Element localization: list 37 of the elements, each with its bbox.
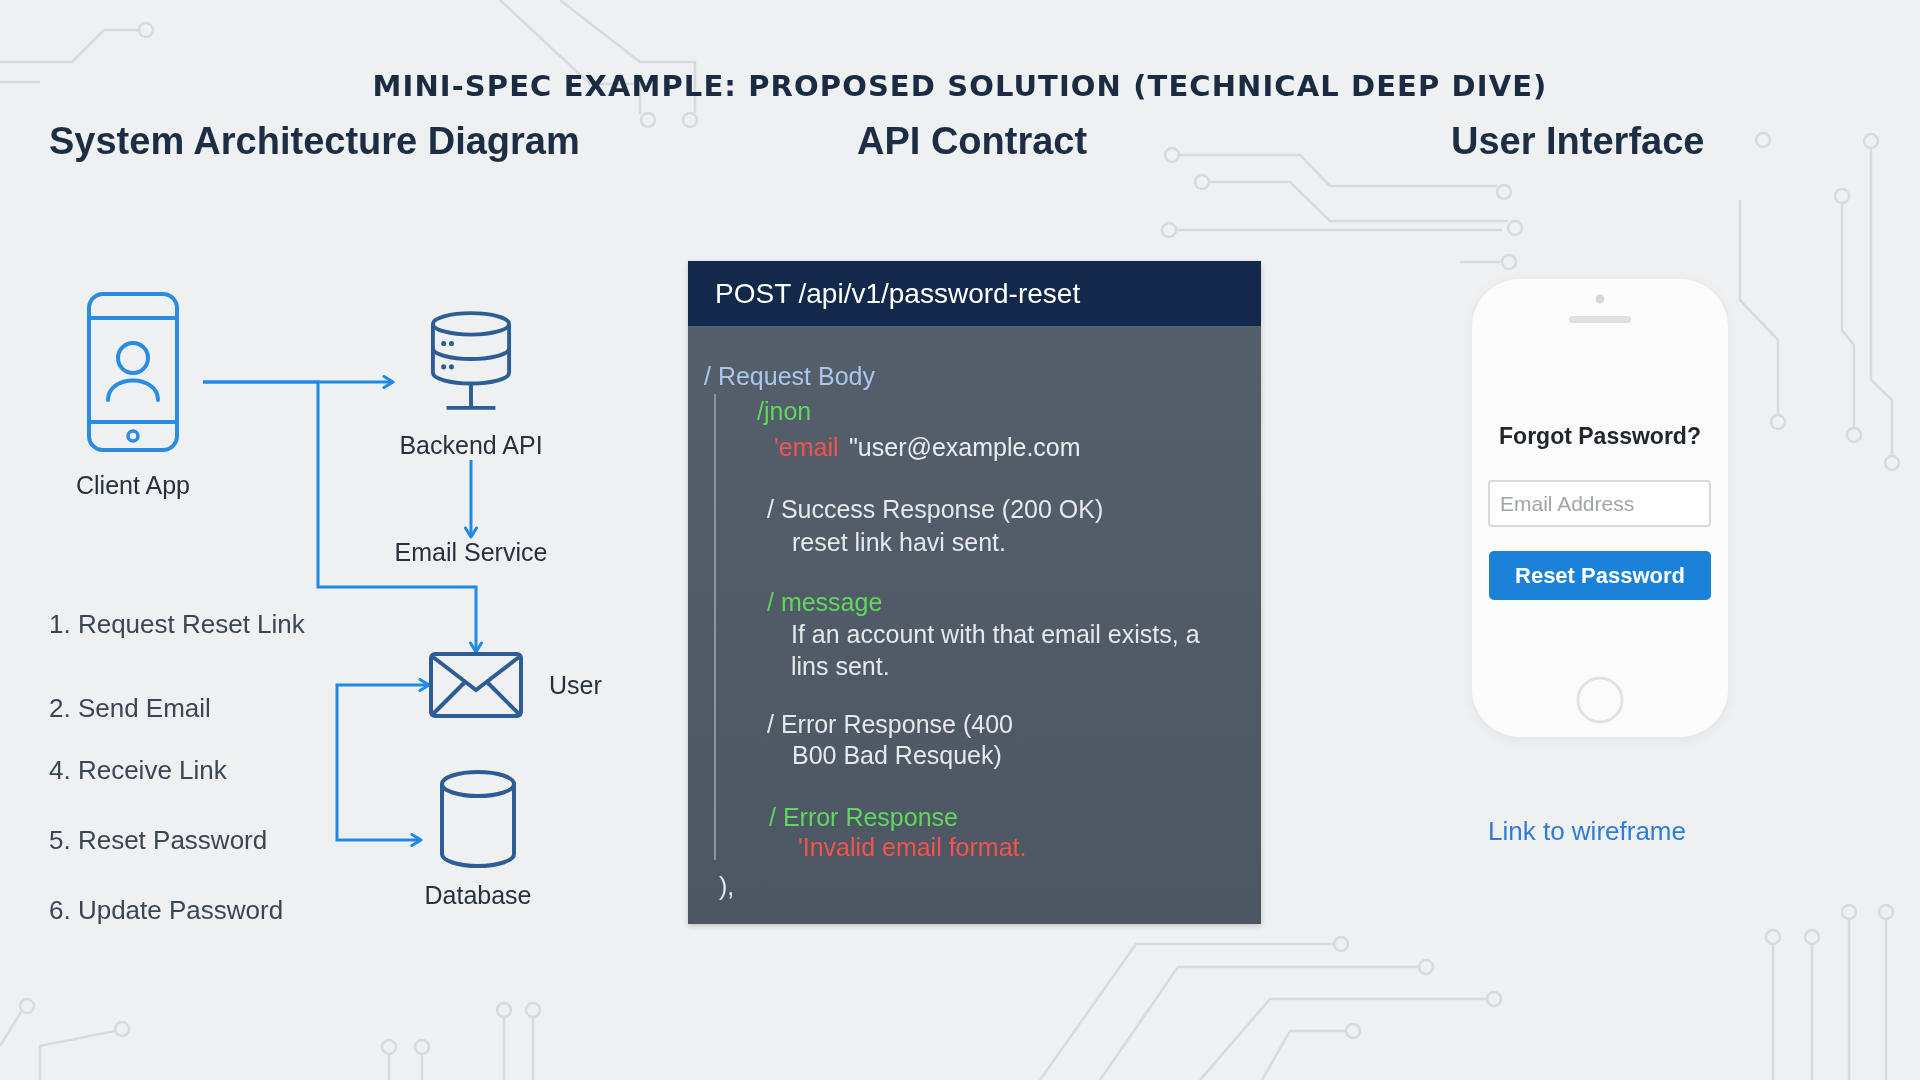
step-label: 5. Reset Password	[49, 825, 268, 855]
node-label: Database	[424, 880, 532, 910]
code-line: / Request Body	[704, 361, 875, 392]
code-line: If an account with that email exists, a lins sent.	[791, 619, 1201, 682]
section-heading: User Interface	[1451, 119, 1705, 163]
section-heading: API Contract	[857, 119, 1088, 163]
code-line: B00 Bad Resquek)	[792, 740, 1002, 771]
endpoint-header: POST /api/v1/password-reset	[688, 261, 1261, 326]
node-label: User	[549, 670, 602, 700]
node-label: Client App	[76, 470, 190, 500]
wireframe-link: Link to wireframe	[1488, 816, 1686, 846]
arrow	[464, 460, 478, 539]
code-line: ),	[719, 871, 735, 902]
code-line: 'Invalid email format.	[798, 832, 1027, 863]
code-line: / Success Response (200 OK)	[767, 494, 1104, 525]
step-label: 1. Request Reset Link	[49, 609, 305, 639]
code-line: / Error Response (400	[767, 709, 1013, 740]
node-label: Backend API	[399, 430, 543, 460]
code-panel	[688, 261, 1261, 924]
step-label: 6. Update Password	[49, 895, 284, 925]
code-line: "user@example.com	[849, 432, 1081, 463]
email-input-field: Email Address	[1488, 480, 1711, 527]
step-label: 4. Receive Link	[49, 755, 227, 785]
step-label: 2. Send Email	[49, 693, 211, 723]
code-line: / Error Response	[769, 802, 958, 833]
code-line: /jnon	[757, 396, 812, 427]
arrow	[203, 380, 483, 654]
section-heading: System Architecture Diagram	[49, 119, 580, 163]
arrow	[335, 678, 431, 847]
form-heading: Forgot Password?	[1499, 422, 1701, 450]
reset-password-button: Reset Password	[1489, 551, 1711, 600]
phone-mockup	[1472, 279, 1728, 737]
code-line: 'email	[774, 432, 839, 463]
page-title: MINI-SPEC EXAMPLE: PROPOSED SOLUTION (TECHNICAL DEEP DIVE)	[372, 68, 1548, 104]
node-label: Email Service	[394, 537, 548, 567]
code-line: reset link havi sent.	[792, 527, 1006, 558]
code-line: / message	[767, 587, 883, 618]
